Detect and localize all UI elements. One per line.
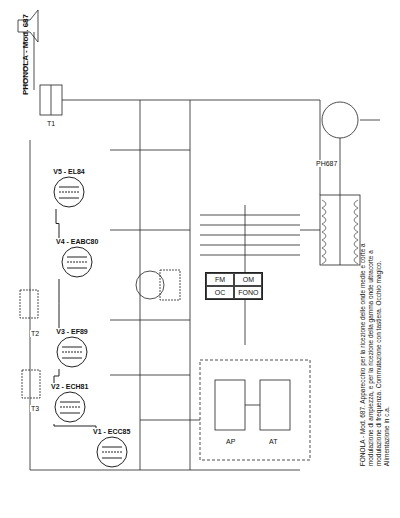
tube-label: V5 - EL84	[52, 168, 86, 175]
title: PHONOLA - Mod. 687	[21, 5, 30, 105]
coil-winding	[322, 240, 326, 248]
coil-winding	[322, 208, 326, 216]
part-label: AT	[268, 438, 278, 445]
coil-winding	[322, 216, 326, 224]
tube-symbol	[136, 271, 164, 299]
output-transformer	[40, 85, 62, 115]
table-cell: OM	[234, 273, 262, 286]
coil-winding	[322, 256, 326, 264]
coil-winding	[354, 224, 358, 232]
coil-winding	[354, 248, 358, 256]
part-label: T2	[30, 330, 40, 337]
tube: V4 - EABC80	[55, 238, 99, 279]
coil-winding	[354, 208, 358, 216]
tube-label: V2 - ECH81	[50, 383, 89, 390]
coil-winding	[354, 200, 358, 208]
coil-winding	[322, 248, 326, 256]
coil-winding	[354, 256, 358, 264]
tube-symbol	[95, 435, 129, 469]
tube: V5 - EL84	[52, 168, 86, 209]
tube-symbol	[55, 335, 89, 369]
tube-symbol	[53, 390, 87, 424]
caption: FONOLA - Mod. 687. Apparecchio per la ri…	[359, 226, 392, 466]
part-label: AP	[225, 438, 236, 445]
table-cell: FONO	[234, 286, 262, 299]
tube-label: V4 - EABC80	[55, 238, 99, 245]
tube-symbol	[322, 102, 358, 138]
part-label: T1	[46, 120, 56, 127]
tube: V1 - ECC85	[92, 428, 131, 469]
signal-wire	[54, 424, 96, 428]
coil-winding	[322, 224, 326, 232]
coil-winding	[322, 232, 326, 240]
signal-wire	[54, 369, 59, 383]
coil-winding	[354, 232, 358, 240]
coil-winding	[322, 200, 326, 208]
table-cell: FM	[206, 273, 234, 286]
part-label: T3	[30, 405, 40, 412]
tube-symbol	[52, 175, 86, 209]
tube-symbol	[60, 245, 94, 279]
tube-label: V1 - ECC85	[92, 428, 131, 435]
power-transformer	[320, 195, 360, 265]
signal-wire	[59, 279, 60, 328]
signal-wire	[56, 209, 59, 238]
tube-label: V3 - EF89	[55, 328, 89, 335]
coil-winding	[354, 240, 358, 248]
coil-winding	[354, 216, 358, 224]
band-table: FMOMOCFONO	[205, 272, 263, 300]
tube: V3 - EF89	[55, 328, 89, 369]
part-label: PH687	[315, 160, 338, 167]
tube: V2 - ECH81	[50, 383, 89, 424]
table-cell: OC	[206, 286, 234, 299]
